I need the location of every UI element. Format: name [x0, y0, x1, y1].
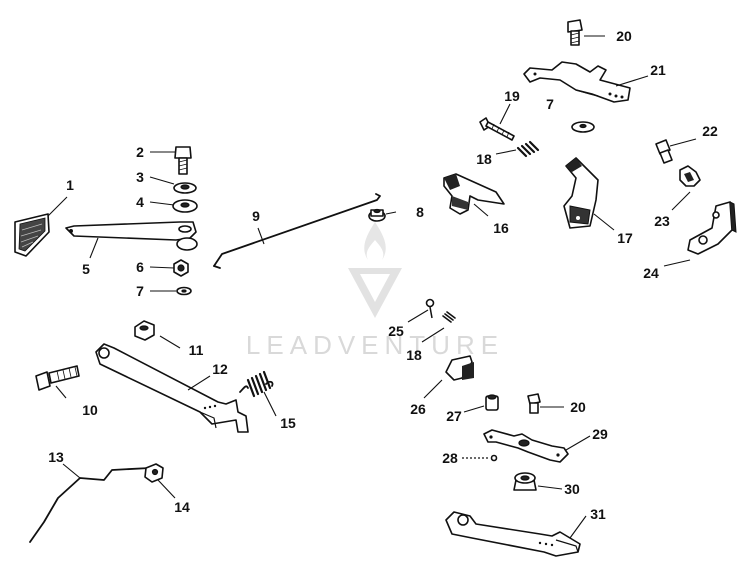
callout-20-b: 20: [570, 399, 586, 415]
part-7-washer-b[interactable]: [571, 121, 595, 133]
callout-9: 9: [252, 208, 260, 224]
part-24-plate[interactable]: [687, 201, 737, 255]
part-10-bolt[interactable]: [35, 365, 80, 391]
callout-6: 6: [136, 259, 144, 275]
part-29-link[interactable]: [483, 429, 569, 463]
callout-15: 15: [280, 415, 296, 431]
part-17-bracket[interactable]: [563, 157, 599, 229]
part-9-rod[interactable]: [213, 193, 381, 269]
callout-numbers: 1 2 3 4 5 6 7 7 8 9 10 11 12 13 14 15 16…: [48, 28, 718, 522]
part-18-spring-a[interactable]: [516, 140, 540, 158]
part-23-clip[interactable]: [679, 165, 701, 187]
part-13-rod[interactable]: [29, 467, 151, 543]
callout-18-a: 18: [476, 151, 492, 167]
watermark-text: LEADVENTURE: [246, 330, 504, 360]
callout-16: 16: [493, 220, 509, 236]
callout-7-b: 7: [546, 96, 554, 112]
part-20-bolt-b[interactable]: [527, 393, 541, 414]
part-12-bracket[interactable]: [95, 343, 249, 433]
callout-30: 30: [564, 481, 580, 497]
part-1-reflector[interactable]: [14, 213, 50, 257]
part-4-spacer[interactable]: [172, 199, 198, 213]
part-2-bolt[interactable]: [174, 146, 192, 175]
part-31-lever[interactable]: [445, 511, 581, 557]
callout-13: 13: [48, 449, 64, 465]
callout-4: 4: [136, 194, 144, 210]
callout-10: 10: [82, 402, 98, 418]
callout-19: 19: [504, 88, 520, 104]
callout-24: 24: [643, 265, 659, 281]
part-18-spring-b[interactable]: [442, 311, 456, 323]
watermark-flame-icon: [364, 222, 386, 260]
callout-20-a: 20: [616, 28, 632, 44]
callout-17: 17: [617, 230, 633, 246]
part-15-spring[interactable]: [239, 370, 274, 398]
callout-11: 11: [189, 342, 204, 358]
callout-31: 31: [590, 506, 606, 522]
callout-3: 3: [136, 169, 144, 185]
part-22-screw[interactable]: [655, 139, 673, 164]
callout-29: 29: [592, 426, 608, 442]
callout-18-b: 18: [406, 347, 422, 363]
part-21-plate[interactable]: [523, 61, 631, 103]
part-28-ball[interactable]: [490, 454, 498, 462]
callout-28: 28: [442, 450, 458, 466]
part-6-nut[interactable]: [173, 259, 189, 277]
leader-lines: [47, 35, 697, 539]
part-14-clip[interactable]: [144, 463, 164, 483]
part-19-screw[interactable]: [479, 117, 515, 141]
callout-14: 14: [174, 499, 190, 515]
callout-8: 8: [416, 204, 424, 220]
callout-22: 22: [702, 123, 718, 139]
callout-1: 1: [66, 177, 74, 193]
part-16-bracket[interactable]: [443, 173, 505, 215]
part-3-washer[interactable]: [173, 182, 197, 194]
callout-23: 23: [654, 213, 670, 229]
callout-12: 12: [212, 361, 228, 377]
callout-26: 26: [410, 401, 426, 417]
callout-21: 21: [650, 62, 666, 78]
part-27-nut[interactable]: [485, 394, 499, 411]
part-8-grommet[interactable]: [368, 208, 386, 222]
part-20-bolt-a[interactable]: [567, 19, 583, 46]
callout-27: 27: [446, 408, 462, 424]
part-11-nut[interactable]: [134, 320, 155, 341]
part-26-bracket[interactable]: [445, 355, 474, 381]
part-25-screw[interactable]: [425, 298, 435, 319]
callout-2: 2: [136, 144, 144, 160]
watermark: LEADVENTURE: [246, 222, 504, 360]
part-5-throttle-lever[interactable]: [65, 221, 198, 251]
callout-25: 25: [388, 323, 404, 339]
callout-5: 5: [82, 261, 90, 277]
part-30-grommet[interactable]: [513, 472, 537, 491]
callout-7-a: 7: [136, 283, 144, 299]
part-7-washer-a[interactable]: [176, 286, 192, 296]
watermark-v-icon: [348, 268, 402, 318]
